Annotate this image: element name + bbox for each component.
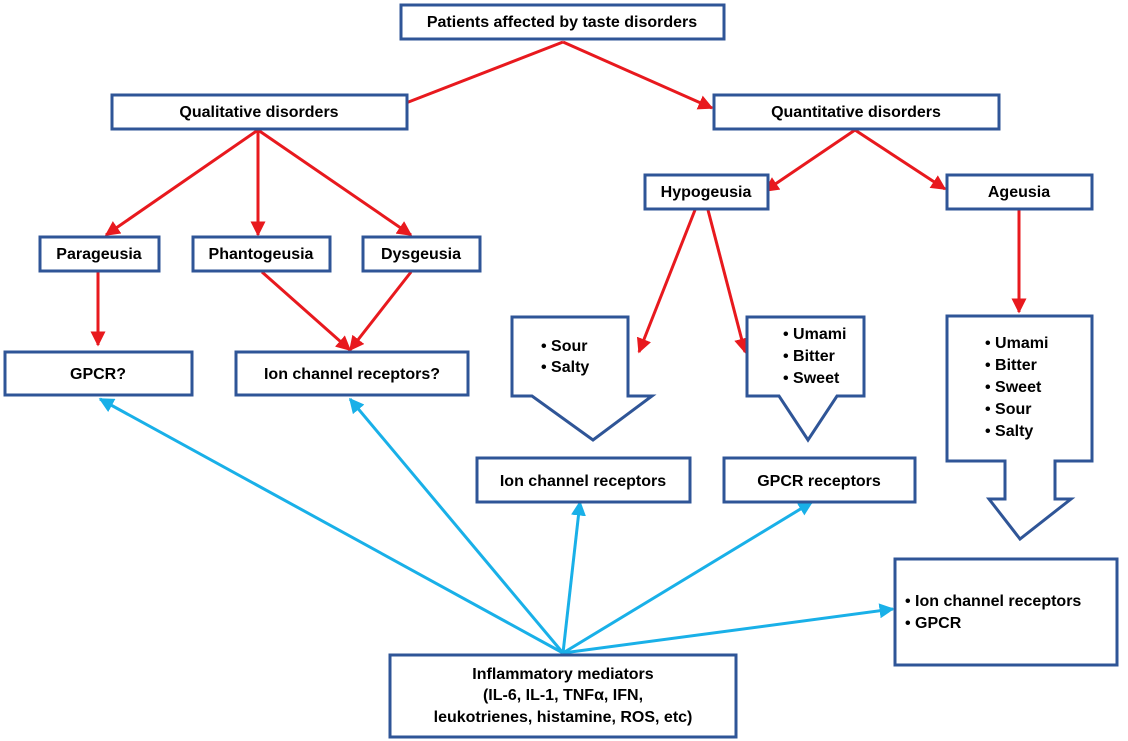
hypogeusia-ion-taste-list: • Sour • Salty (541, 338, 589, 376)
ion-receptors-box: Ion channel receptors (475, 456, 692, 504)
ageusia-box: Ageusia (945, 173, 1094, 211)
hypogeusia-box: Hypogeusia (643, 173, 770, 211)
arrow-mediators-to-gpcr-question (98, 397, 564, 655)
ageusia-receptor-item: • GPCR (905, 615, 962, 632)
arrow-mediators-to-gpcr-receptors (562, 500, 814, 655)
arrow-hypogeusia-to-sour-salty (636, 209, 697, 354)
taste-item: • Bitter (985, 357, 1037, 374)
blue-arrows (98, 397, 895, 655)
taste-item: • Umami (783, 326, 846, 343)
arrow-mediators-to-ion-question (348, 397, 565, 654)
phantogeusia-box: Phantogeusia (191, 235, 332, 273)
quantitative-box: Quantitative disorders (712, 93, 1001, 131)
taste-item: • Sweet (985, 379, 1042, 396)
parageusia-box: Parageusia (38, 235, 161, 273)
ion-question-label: Ion channel receptors? (264, 366, 440, 383)
root-box: Patients affected by taste disorders (399, 3, 726, 41)
ageusia-label: Ageusia (988, 184, 1050, 201)
gpcr-question-box: GPCR? (3, 350, 194, 397)
arrow-mediators-to-ion-receptors (561, 500, 586, 654)
ageusia-receptors-box: • Ion channel receptors • GPCR (893, 557, 1119, 667)
taste-item: • Sour (985, 401, 1032, 418)
arrow-quantitative-to-ageusia (854, 128, 947, 191)
arrow-phantogeusia-to-ion (261, 270, 352, 352)
taste-item: • Salty (541, 359, 589, 376)
dysgeusia-box: Dysgeusia (361, 235, 482, 273)
gpcr-receptors-box: GPCR receptors (722, 456, 917, 504)
qualitative-box: Qualitative disorders (110, 93, 409, 131)
arrow-mediators-to-ageusia-receptors (562, 603, 895, 655)
arrow-root-to-qualitative (391, 40, 564, 111)
taste-item: • Sweet (783, 370, 840, 387)
ion-receptors-label: Ion channel receptors (500, 473, 666, 490)
mediators-line: (IL-6, IL-1, TNFα, IFN, (483, 687, 643, 704)
parageusia-label: Parageusia (56, 246, 141, 263)
arrow-dysgeusia-to-ion (348, 271, 413, 352)
ageusia-taste-list: • Umami • Bitter • Sweet • Sour • Salty (985, 335, 1048, 440)
arrow-root-to-quantitative (562, 40, 714, 110)
taste-item: • Salty (985, 423, 1033, 440)
hypogeusia-gpcr-block-arrow (745, 315, 866, 443)
mediators-line: leukotrienes, histamine, ROS, etc) (434, 709, 693, 726)
qualitative-label: Qualitative disorders (179, 104, 338, 121)
gpcr-receptors-label: GPCR receptors (757, 473, 881, 490)
phantogeusia-label: Phantogeusia (209, 246, 314, 263)
hypogeusia-ion-block-arrow (510, 315, 657, 442)
mediators-title: Inflammatory mediators (472, 666, 653, 683)
red-arrows (90, 40, 1027, 354)
mediators-box: Inflammatory mediators (IL-6, IL-1, TNFα… (388, 653, 738, 739)
taste-item: • Sour (541, 338, 588, 355)
gpcr-question-label: GPCR? (70, 366, 126, 383)
ageusia-block-arrow (945, 314, 1094, 542)
ageusia-receptor-item: • Ion channel receptors (905, 593, 1081, 610)
root-label: Patients affected by taste disorders (427, 14, 697, 31)
arrow-quantitative-to-hypogeusia (763, 128, 856, 193)
arrow-hypogeusia-to-umami-bitter-sweet (706, 209, 749, 354)
hypogeusia-label: Hypogeusia (661, 184, 752, 201)
quantitative-label: Quantitative disorders (771, 104, 941, 121)
taste-item: • Bitter (783, 348, 835, 365)
hypogeusia-gpcr-taste-list: • Umami • Bitter • Sweet (783, 326, 846, 387)
arrow-qualitative-to-dysgeusia (257, 128, 413, 237)
arrow-qualitative-to-parageusia (104, 128, 259, 237)
taste-item: • Umami (985, 335, 1048, 352)
dysgeusia-label: Dysgeusia (381, 246, 461, 263)
ion-question-box: Ion channel receptors? (234, 350, 470, 397)
